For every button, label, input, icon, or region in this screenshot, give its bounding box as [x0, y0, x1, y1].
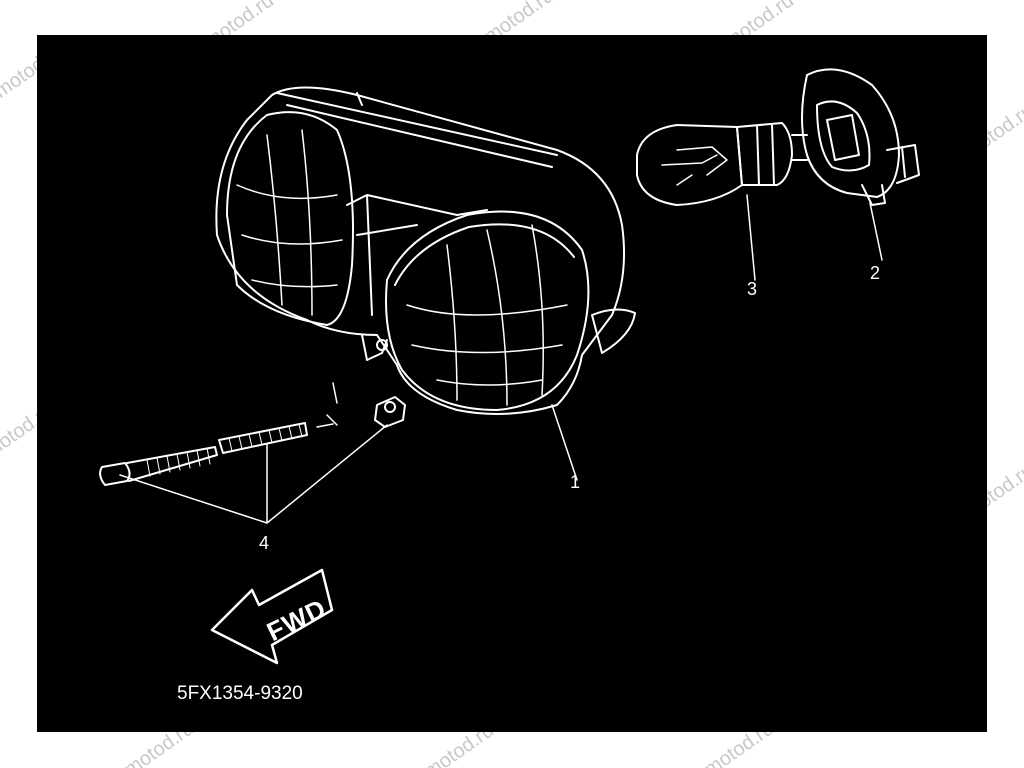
part-code: 5FX1354-9320 — [177, 683, 303, 704]
headlight-housing-outline — [215, 86, 626, 415]
callout-4-label: 4 — [259, 533, 270, 553]
nut — [374, 396, 406, 428]
mounting-bracket — [361, 334, 388, 361]
socket-tab — [861, 184, 886, 206]
left-lens-pattern — [236, 129, 343, 316]
bulb-filament — [661, 146, 728, 186]
socket-inner — [826, 114, 860, 161]
socket-flange — [801, 68, 900, 198]
bulb — [636, 122, 808, 206]
exploded-view-drawing — [99, 68, 920, 665]
assembly-guide — [316, 423, 334, 428]
left-lens — [226, 111, 354, 326]
bulb-socket — [801, 68, 920, 206]
fwd-arrow — [210, 568, 334, 665]
position-lamp — [591, 308, 636, 354]
spring — [218, 422, 308, 454]
bulb-base — [736, 122, 793, 186]
callout-3-label: 3 — [747, 279, 758, 299]
right-lens-inner — [394, 223, 575, 286]
bolt-thread — [146, 447, 211, 477]
bolt — [99, 446, 218, 486]
callout-1-label: 1 — [570, 472, 581, 492]
bulb-pins — [791, 134, 808, 161]
right-lens — [385, 210, 590, 411]
housing-top-rim — [276, 92, 558, 168]
callout-1-leader — [551, 404, 578, 481]
right-lens-pattern — [406, 224, 568, 406]
socket-body — [816, 100, 871, 172]
socket-terminal — [886, 144, 920, 184]
callout-4-leader — [119, 382, 388, 524]
bulb-glass — [636, 124, 743, 206]
callout-3-leader — [746, 194, 756, 281]
diagram-panel: 1 2 3 4 FWD 5FX1354-9320 — [37, 35, 987, 732]
callout-2-leader — [869, 202, 883, 261]
callout-2-label: 2 — [870, 263, 881, 283]
spring-coils — [228, 423, 303, 452]
center-recess — [346, 194, 488, 316]
headlight-assembly — [215, 86, 636, 415]
bolt-spring-nut — [99, 396, 406, 486]
